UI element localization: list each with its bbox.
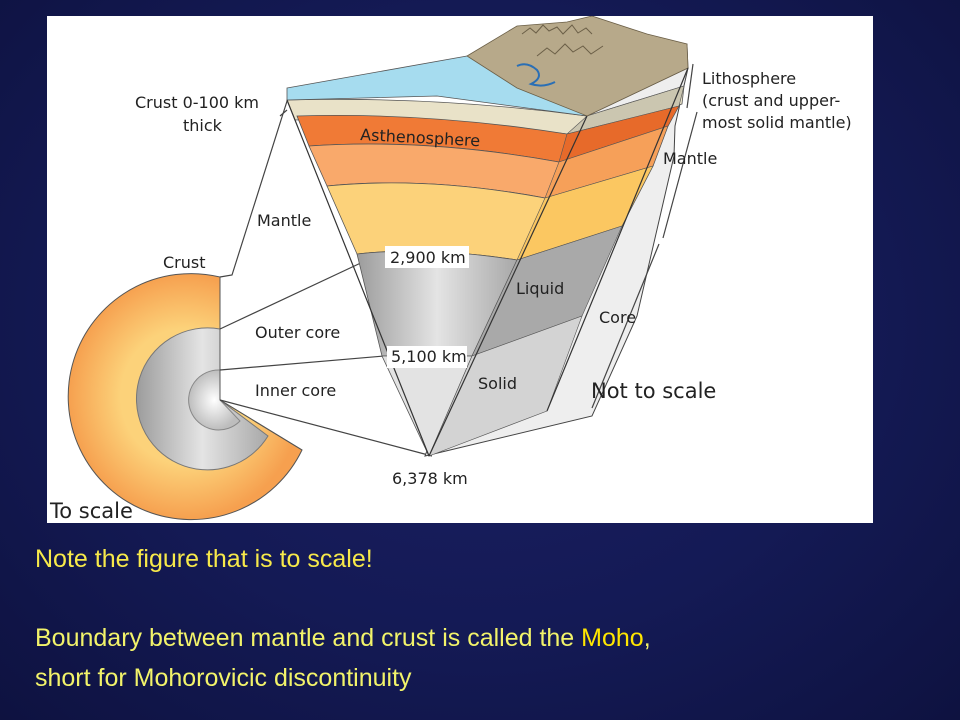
body-line-1-suffix: , xyxy=(644,624,651,652)
label-lithosphere-2: (crust and upper- xyxy=(702,91,840,110)
label-not-to-scale: Not to scale xyxy=(591,379,716,403)
label-lithosphere-1: Lithosphere xyxy=(702,69,796,88)
label-depth-5100: 5,100 km xyxy=(391,347,467,366)
label-crust-range: Crust 0-100 km xyxy=(135,93,259,112)
label-outer-core: Outer core xyxy=(255,323,340,342)
earth-structure-figure: Crust 0-100 km thick Mantle Crust Outer … xyxy=(47,16,873,523)
label-mantle-left: Mantle xyxy=(257,211,311,230)
label-lithosphere-3: most solid mantle) xyxy=(702,113,852,132)
label-crust-range-thick: thick xyxy=(183,116,223,135)
body-line-1-prefix: Boundary between mantle and crust is cal… xyxy=(35,624,581,652)
body-line-2: short for Mohorovicic discontinuity xyxy=(35,658,412,698)
label-depth-2900: 2,900 km xyxy=(390,248,466,267)
moho-term: Moho xyxy=(581,624,644,652)
label-mantle-right: Mantle xyxy=(663,149,717,168)
label-solid: Solid xyxy=(478,374,517,393)
earth-structure-diagram: Crust 0-100 km thick Mantle Crust Outer … xyxy=(47,16,873,523)
body-line-1: Boundary between mantle and crust is cal… xyxy=(35,618,651,658)
label-inner-core: Inner core xyxy=(255,381,336,400)
label-core-right: Core xyxy=(599,308,636,327)
label-depth-6378: 6,378 km xyxy=(392,469,468,488)
caption-note: Note the figure that is to scale! xyxy=(35,545,373,574)
label-to-scale: To scale xyxy=(49,499,133,523)
label-crust-left: Crust xyxy=(163,253,206,272)
label-liquid: Liquid xyxy=(516,279,564,298)
